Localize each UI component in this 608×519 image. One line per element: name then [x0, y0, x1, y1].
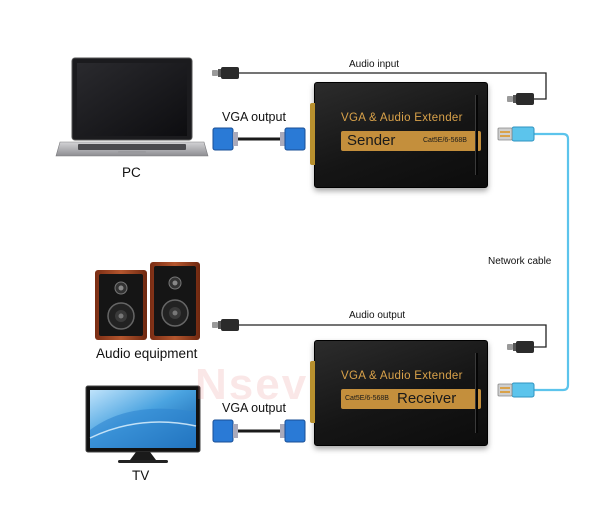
- receiver-front-panel: [310, 361, 315, 423]
- speakers-icon: [95, 262, 200, 340]
- sender-extender-box: VGA & Audio Extender Sender Cat5E/6-568B: [310, 82, 488, 188]
- vga-output-label-bottom: VGA output: [222, 401, 286, 415]
- tv-label: TV: [132, 468, 150, 483]
- audio-output-cable: [212, 319, 547, 353]
- sender-model-label: Cat5E/6-568B: [423, 137, 467, 144]
- sender-title: VGA & Audio Extender: [341, 112, 463, 124]
- audio-output-label: Audio output: [349, 310, 406, 321]
- vga-cable-top: [212, 127, 306, 151]
- receiver-side-slot: [475, 353, 478, 433]
- vga-cable-bottom: [212, 419, 306, 443]
- receiver-extender-box: VGA & Audio Extender Cat5E/6-568B Receiv…: [310, 340, 488, 446]
- audio-input-label: Audio input: [349, 59, 400, 70]
- receiver-label-plate: Cat5E/6-568B Receiver: [341, 389, 481, 409]
- laptop-icon: [55, 57, 209, 157]
- pc-label: PC: [122, 165, 141, 180]
- sender-side-slot: [475, 95, 478, 175]
- audio-input-cable: [212, 67, 547, 105]
- vga-output-label-top: VGA output: [222, 110, 286, 124]
- sender-role-label: Sender: [347, 132, 396, 149]
- receiver-role-label: Receiver: [397, 390, 457, 407]
- network-cable: [497, 126, 570, 398]
- audio-equipment-label: Audio equipment: [96, 346, 198, 361]
- receiver-model-label: Cat5E/6-568B: [345, 395, 389, 402]
- receiver-title: VGA & Audio Extender: [341, 370, 463, 382]
- tv-icon: [85, 385, 201, 463]
- network-cable-label: Network cable: [488, 256, 552, 267]
- sender-label-plate: Sender Cat5E/6-568B: [341, 131, 481, 151]
- sender-front-panel: [310, 103, 315, 165]
